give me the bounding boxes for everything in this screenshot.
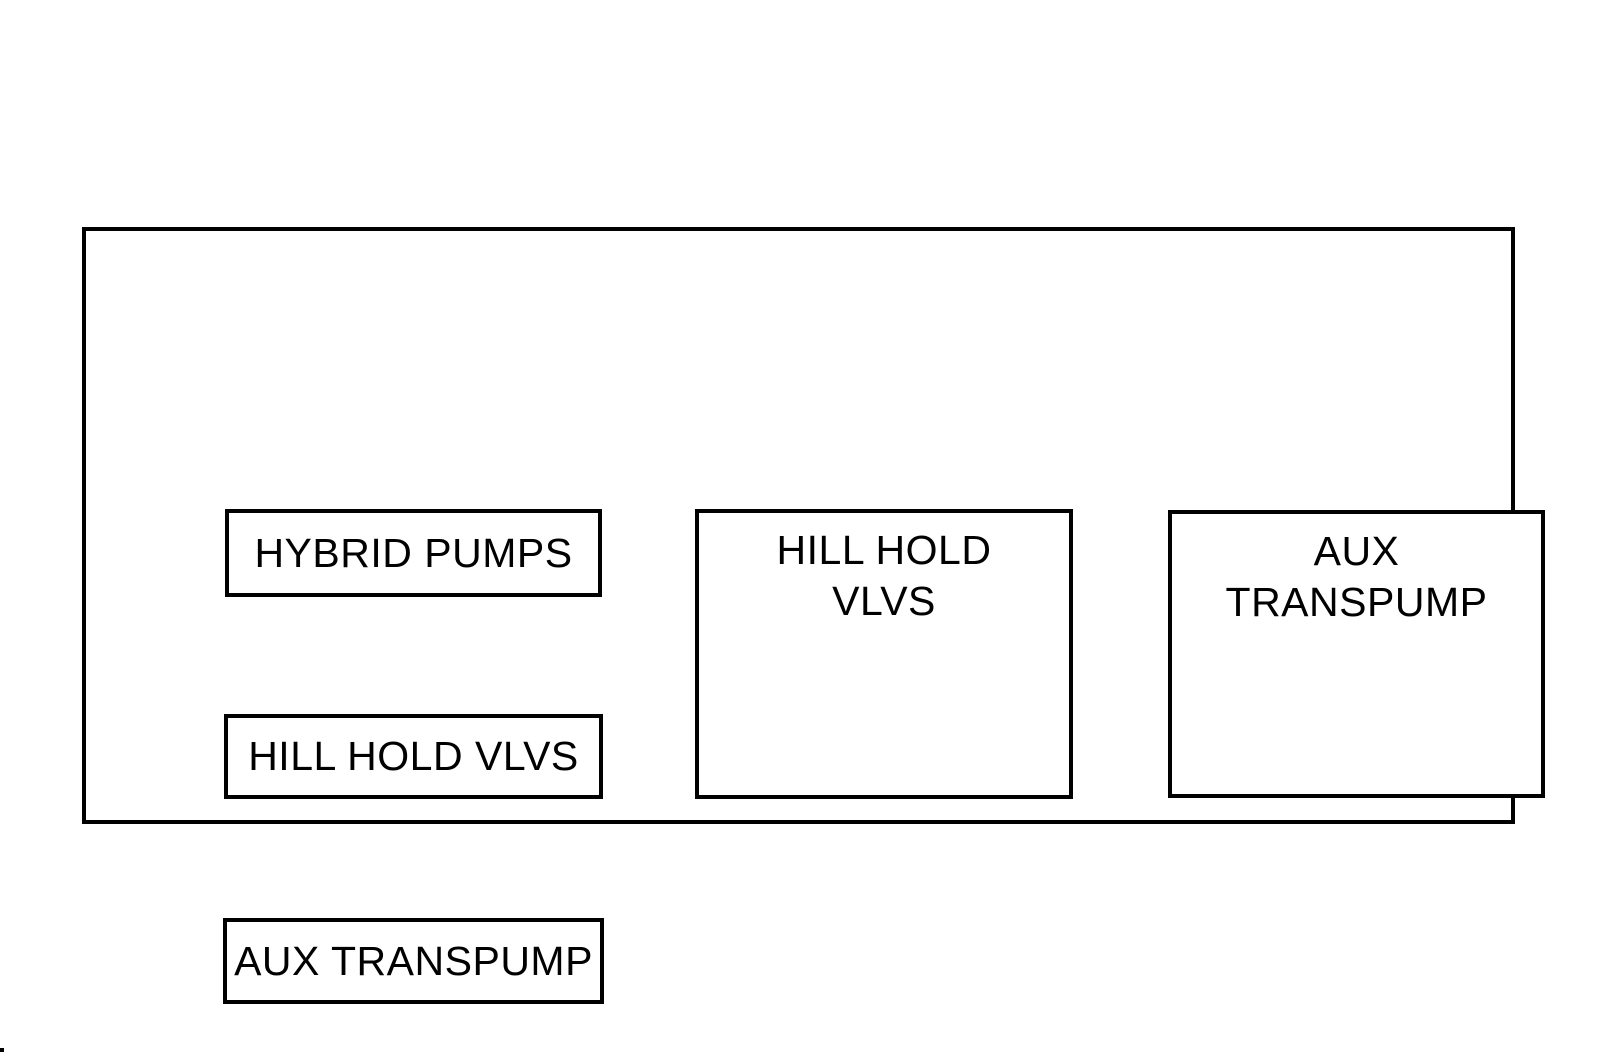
aux-transpump-large-line2: TRANSPUMP bbox=[1225, 579, 1488, 625]
corner-artifact-mark bbox=[0, 1048, 4, 1052]
aux-transpump-label: AUX TRANSPUMP bbox=[234, 937, 593, 984]
hybrid-pumps-box-small: HYBRID PUMPS bbox=[225, 509, 602, 597]
hill-hold-vlvs-box-large: HILL HOLD VLVS bbox=[695, 509, 1073, 799]
hill-hold-vlvs-label: HILL HOLD VLVS bbox=[248, 733, 579, 779]
hill-hold-vlvs-large-line2: VLVS bbox=[832, 578, 936, 624]
aux-transpump-box-large: AUX TRANSPUMP bbox=[1168, 510, 1545, 798]
aux-transpump-large-line1: AUX bbox=[1313, 528, 1400, 574]
hill-hold-vlvs-large-line1: HILL HOLD bbox=[776, 527, 992, 573]
hybrid-pumps-label: HYBRID PUMPS bbox=[254, 529, 573, 576]
outer-panel: HYBRID PUMPS HILL HOLD VLVS AUX TRANSPUM… bbox=[82, 227, 1545, 1004]
aux-transpump-box-small: AUX TRANSPUMP bbox=[223, 918, 604, 1004]
hill-hold-vlvs-box-small: HILL HOLD VLVS bbox=[224, 714, 603, 799]
